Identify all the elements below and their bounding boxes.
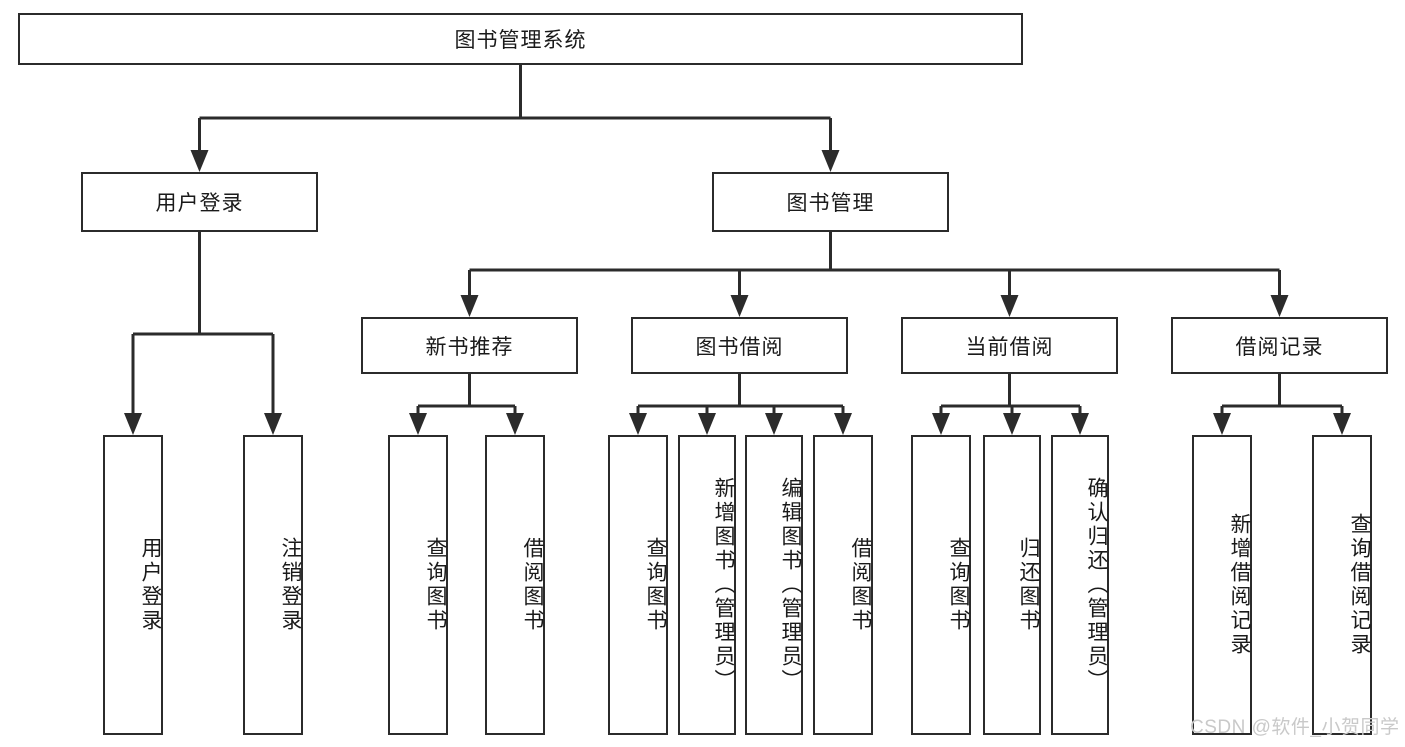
node-newbook[interactable]: 新书推荐 — [361, 317, 578, 374]
node-label: 查询图书 — [424, 537, 447, 633]
node-c3[interactable]: 确认归还（管理员） — [1051, 435, 1109, 735]
node-label: 编辑图书（管理员） — [779, 477, 802, 693]
node-bookmgmt[interactable]: 图书管理 — [712, 172, 949, 232]
node-label: 新书推荐 — [425, 335, 514, 359]
node-label: 借阅记录 — [1235, 335, 1324, 359]
node-b2[interactable]: 新增图书（管理员） — [678, 435, 736, 735]
node-c1[interactable]: 查询图书 — [911, 435, 971, 735]
node-label: 注销登录 — [279, 537, 302, 633]
watermark-label: CSDN @软件_小贺同学 — [1190, 717, 1400, 738]
node-label: 图书管理系统 — [454, 29, 587, 52]
node-b3[interactable]: 编辑图书（管理员） — [745, 435, 803, 735]
node-label: 确认归还（管理员） — [1085, 477, 1108, 693]
node-label: 用户登录 — [139, 537, 162, 633]
node-n2[interactable]: 借阅图书 — [485, 435, 545, 735]
node-b4[interactable]: 借阅图书 — [813, 435, 873, 735]
node-label: 查询借阅记录 — [1348, 513, 1371, 657]
node-label: 当前借阅 — [965, 335, 1054, 359]
node-r2[interactable]: 查询借阅记录 — [1312, 435, 1372, 735]
node-label: 借阅图书 — [849, 537, 872, 633]
node-borrow[interactable]: 图书借阅 — [631, 317, 848, 374]
node-label: 查询图书 — [947, 537, 970, 633]
node-label: 归还图书 — [1017, 537, 1040, 633]
node-label: 新增图书（管理员） — [712, 477, 735, 693]
node-label: 借阅图书 — [521, 537, 544, 633]
node-label: 图书借阅 — [695, 335, 784, 359]
node-r1[interactable]: 新增借阅记录 — [1192, 435, 1252, 735]
node-l2[interactable]: 注销登录 — [243, 435, 303, 735]
node-label: 查询图书 — [644, 537, 667, 633]
node-label: 用户登录 — [155, 192, 244, 215]
node-current[interactable]: 当前借阅 — [901, 317, 1118, 374]
node-n1[interactable]: 查询图书 — [388, 435, 448, 735]
node-l1[interactable]: 用户登录 — [103, 435, 163, 735]
node-c2[interactable]: 归还图书 — [983, 435, 1041, 735]
node-label: 图书管理 — [786, 192, 875, 215]
node-root[interactable]: 图书管理系统 — [18, 13, 1023, 65]
node-records[interactable]: 借阅记录 — [1171, 317, 1388, 374]
node-b1[interactable]: 查询图书 — [608, 435, 668, 735]
node-login[interactable]: 用户登录 — [81, 172, 318, 232]
node-label: 新增借阅记录 — [1228, 513, 1251, 657]
